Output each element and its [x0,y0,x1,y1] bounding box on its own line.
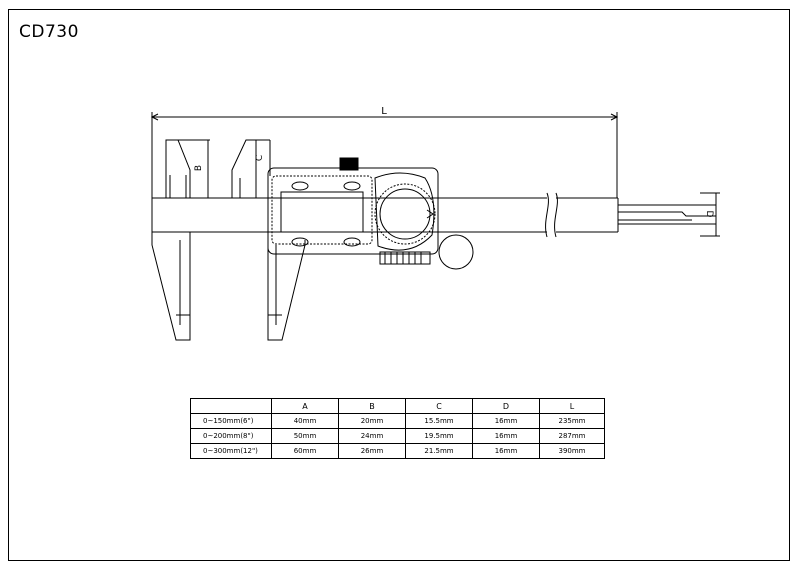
fixed-upper-jaw: B [165,139,210,198]
range-cell: 0~150mm(6") [190,413,272,429]
table-header-cell: A [271,398,339,414]
sliding-upper-jaw: C [231,139,271,198]
table-row: 0~200mm(8") 50mm 24mm 19.5mm 16mm 287mm [190,428,605,444]
table-cell: 20mm [338,413,406,429]
dim-label-d: D [704,211,714,218]
spec-table: A B C D L 0~150mm(6") 40mm 20mm 15.5mm 1… [190,398,605,459]
table-cell: 16mm [472,443,540,459]
table-cell: 19.5mm [405,428,473,444]
drawing-frame [8,9,790,561]
table-cell: 390mm [539,443,605,459]
table-cell: 24mm [338,428,406,444]
table-row: 0~300mm(12") 60mm 26mm 21.5mm 16mm 390mm [190,443,605,459]
dim-label-l: L [381,106,387,117]
table-cell: 235mm [539,413,605,429]
dimension-l: L [150,106,619,198]
table-header-cell [190,398,272,414]
slider-body [267,157,474,270]
model-title: CD730 [19,22,79,42]
table-cell: 60mm [271,443,339,459]
table-cell: 26mm [338,443,406,459]
table-header-row: A B C D L [190,398,605,414]
sliding-lower-jaw [267,240,306,341]
dimension-d: D [700,192,720,237]
table-cell: 16mm [472,428,540,444]
table-cell: 50mm [271,428,339,444]
range-cell: 0~300mm(12") [190,443,272,459]
table-header-cell: L [539,398,605,414]
table-cell: 16mm [472,413,540,429]
table-row: 0~150mm(6") 40mm 20mm 15.5mm 16mm 235mm [190,413,605,429]
table-header-cell: C [405,398,473,414]
dim-label-c: C [255,155,265,161]
fixed-lower-jaw [151,232,191,341]
dim-label-b: B [194,165,204,171]
range-cell: 0~200mm(8") [190,428,272,444]
table-cell: 287mm [539,428,605,444]
table-cell: 15.5mm [405,413,473,429]
table-cell: 21.5mm [405,443,473,459]
table-cell: 40mm [271,413,339,429]
table-header-cell: B [338,398,406,414]
table-header-cell: D [472,398,540,414]
